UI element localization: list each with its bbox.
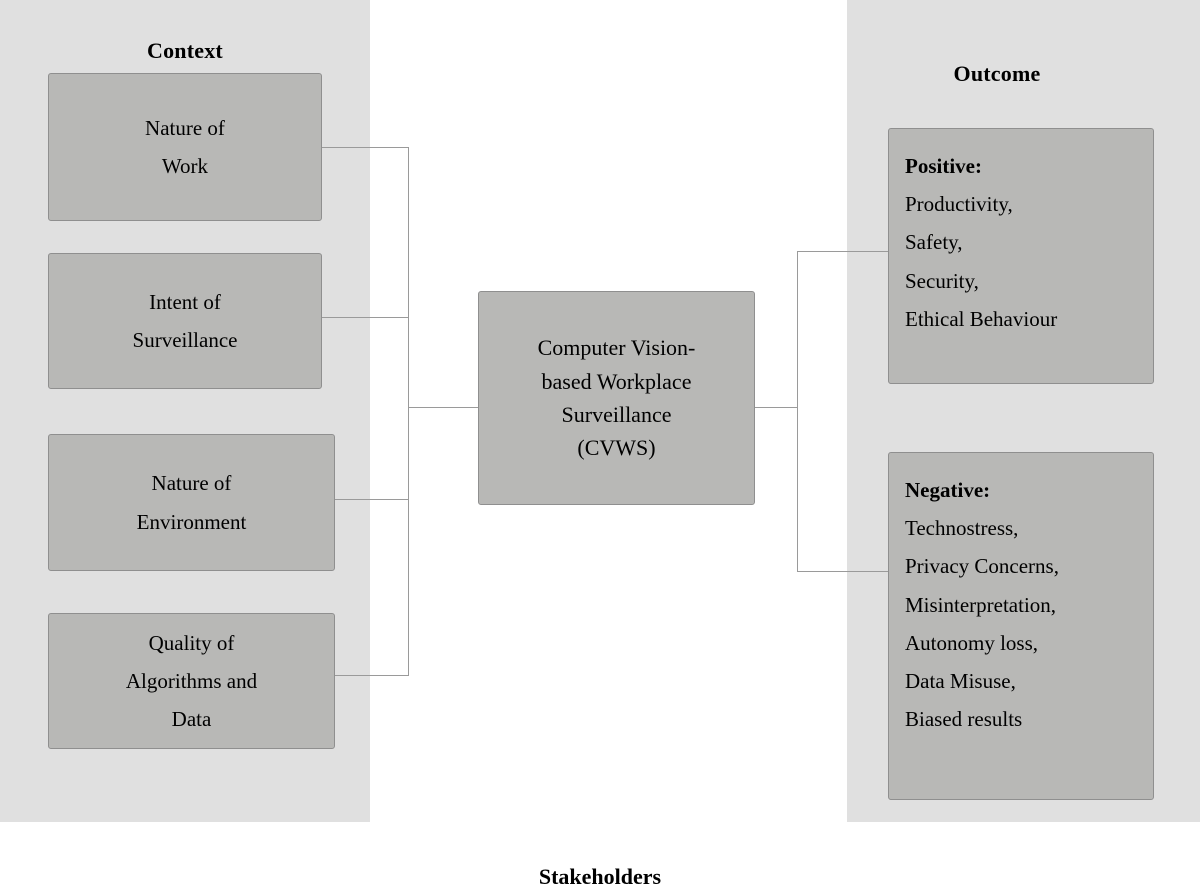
connector-intent-surveillance (322, 317, 409, 318)
node-negative-outcomes[interactable]: Negative: Technostress, Privacy Concerns… (888, 452, 1154, 800)
node-line: based Workplace (541, 368, 692, 394)
node-line: Nature of (151, 471, 232, 496)
node-quality-of-algorithms-and-data[interactable]: Quality of Algorithms and Data (48, 613, 335, 749)
node-intent-of-surveillance[interactable]: Intent of Surveillance (48, 253, 322, 389)
node-line: Intent of (149, 289, 221, 314)
outcome-item: Technostress, (905, 516, 1019, 541)
node-line: Algorithms and (125, 668, 258, 693)
connector-cvws-to-outcome (755, 407, 798, 408)
connector-nature-environment (335, 499, 409, 500)
node-positive-outcomes[interactable]: Positive: Productivity, Safety, Security… (888, 128, 1154, 384)
outcome-item: Security, (905, 268, 979, 293)
node-line-acronym: (CVWS) (577, 431, 655, 464)
outcome-item: Biased results (905, 707, 1023, 732)
node-line: Work (161, 154, 209, 178)
outcome-item: Data Misuse, (905, 669, 1016, 694)
outcome-item: Misinterpretation, (905, 592, 1057, 617)
connector-context-to-cvws (408, 407, 479, 408)
acronym-prefix: ( (577, 435, 585, 461)
outcome-item: Privacy Concerns, (905, 554, 1059, 579)
outcome-item: Ethical Behaviour (905, 306, 1058, 331)
connector-right-spine (797, 251, 798, 572)
acronym-text: CVWS (584, 435, 649, 461)
connector-positive-outcome (797, 251, 889, 252)
outcome-item: Productivity, (905, 192, 1013, 217)
node-line: Nature of (145, 115, 225, 140)
stakeholders-label: Stakeholders (538, 864, 662, 889)
context-column-heading: Context (147, 38, 223, 63)
node-cvws-core[interactable]: Computer Vision- based Workplace Surveil… (478, 291, 755, 505)
node-line: Data (171, 707, 212, 732)
acronym-suffix: ) (648, 435, 656, 461)
node-line: Environment (136, 509, 247, 534)
node-line: Surveillance (132, 328, 238, 352)
connector-nature-of-work (322, 147, 409, 148)
node-line: Quality of (148, 630, 235, 655)
connector-left-spine (408, 147, 409, 676)
connector-quality-algorithms (335, 675, 409, 676)
negative-heading: Negative: (905, 478, 991, 502)
node-line: Computer Vision- (537, 335, 696, 361)
node-line: Surveillance (561, 402, 672, 427)
connector-negative-outcome (797, 571, 889, 572)
node-nature-of-work[interactable]: Nature of Work (48, 73, 322, 221)
outcome-item: Safety, (905, 230, 963, 255)
node-nature-of-environment[interactable]: Nature of Environment (48, 434, 335, 571)
outcome-column-heading: Outcome (953, 61, 1041, 86)
positive-heading: Positive: (905, 154, 982, 178)
outcome-item: Autonomy loss, (905, 630, 1039, 655)
